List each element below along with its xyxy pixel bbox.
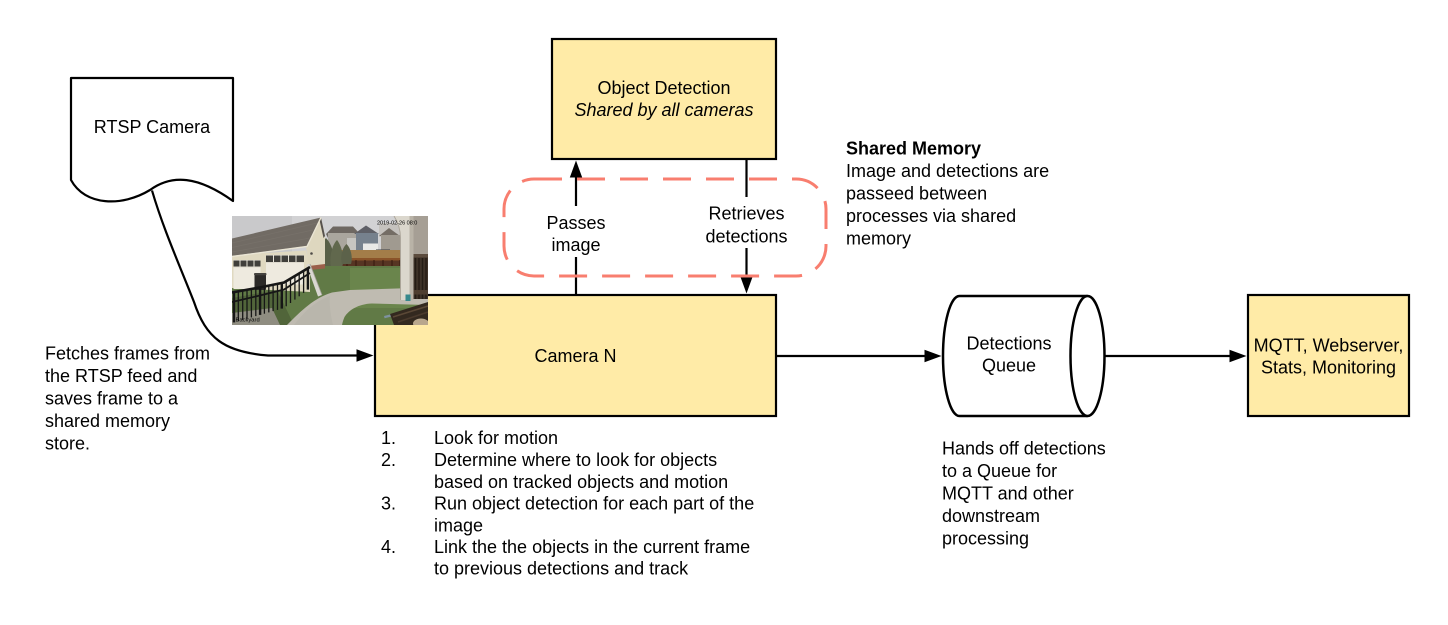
svg-text:image: image [434,515,483,535]
svg-text:Detections: Detections [966,334,1051,354]
svg-text:2.: 2. [381,450,396,470]
svg-text:downstream: downstream [942,506,1040,526]
svg-text:the RTSP feed and: the RTSP feed and [45,366,197,386]
svg-text:memory: memory [846,229,911,249]
svg-text:4.: 4. [381,537,396,557]
svg-text:Queue: Queue [982,356,1036,376]
svg-text:Fetches frames from: Fetches frames from [45,344,210,364]
svg-text:RTSP Camera: RTSP Camera [94,117,211,137]
svg-text:shared memory: shared memory [45,411,170,431]
svg-text:saves frame to a: saves frame to a [45,389,179,409]
svg-text:based on tracked objects and m: based on tracked objects and motion [434,472,728,492]
svg-text:MQTT, Webserver,: MQTT, Webserver, [1254,336,1404,356]
svg-text:passeed between: passeed between [846,184,987,204]
svg-text:3.: 3. [381,493,396,513]
svg-text:processes via shared: processes via shared [846,206,1016,226]
svg-text:2019-02-26 08:0: 2019-02-26 08:0 [377,221,417,227]
svg-text:Shared Memory: Shared Memory [846,139,981,159]
svg-text:Hands off detections: Hands off detections [942,439,1106,459]
svg-text:1.: 1. [381,428,396,448]
svg-text:Shared by all cameras: Shared by all cameras [574,100,753,120]
svg-text:Look for motion: Look for motion [434,428,558,448]
svg-text:Backyard: Backyard [236,318,260,324]
svg-text:Determine where to look for ob: Determine where to look for objects [434,450,717,470]
svg-text:image: image [551,235,600,255]
svg-text:Link the the objects in the cu: Link the the objects in the current fram… [434,537,750,557]
svg-text:Object Detection: Object Detection [597,78,730,98]
svg-text:Image and detections are: Image and detections are [846,161,1049,181]
svg-text:MQTT and other: MQTT and other [942,484,1074,504]
svg-text:processing: processing [942,529,1029,549]
svg-text:Run object detection for each: Run object detection for each part of th… [434,493,754,513]
svg-text:detections: detections [705,227,787,247]
svg-text:Passes: Passes [546,213,605,233]
svg-text:store.: store. [45,434,90,454]
svg-text:Stats, Monitoring: Stats, Monitoring [1261,358,1396,378]
svg-text:to a Queue for: to a Queue for [942,461,1057,481]
svg-text:Retrieves: Retrieves [708,204,784,224]
svg-text:Camera N: Camera N [534,346,616,366]
svg-text:to previous detections and tra: to previous detections and track [434,558,689,578]
